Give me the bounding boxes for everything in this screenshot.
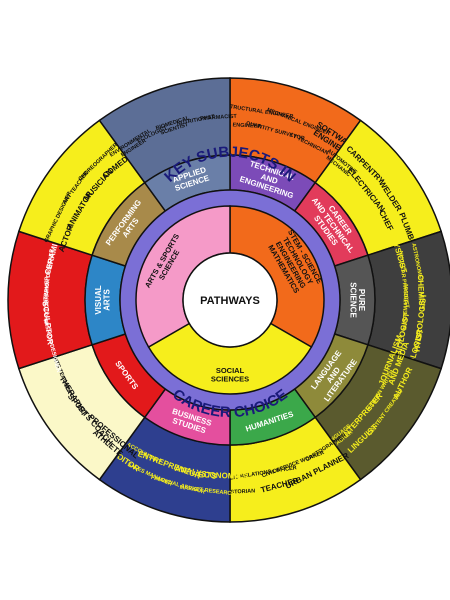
pathway-label-visual-arts-line: VISUAL	[94, 285, 103, 314]
career-label: CHEMIST	[416, 274, 426, 310]
career-label: CIVIL ENGINEER	[217, 122, 261, 130]
core-subjects-ring: STEM - SCIENCETECHNOLOGYENGINEERINGMATHE…	[135, 205, 325, 395]
career-label-line: HISTORIAN	[225, 488, 255, 496]
core-label-core-social-sciences-line: SCIENCES	[211, 374, 249, 383]
career-label-line: ECONOMICS	[198, 470, 248, 481]
pathway-label-visual-arts-line: ARTS	[103, 288, 112, 310]
career-label-line: CIVIL ENGINEER	[217, 122, 261, 130]
career-label-line: MATHEMATICIAN	[402, 284, 410, 330]
center-label: PATHWAYS	[200, 295, 260, 307]
career-label: PHOTOGRAPHER	[44, 276, 50, 323]
career-label: ECONOMICS	[198, 470, 248, 481]
core-label-core-social-sciences-line: SOCIAL	[216, 366, 245, 375]
pathway-label-pure-science-line: SCIENCE	[348, 282, 357, 318]
career-label: PHARMACIST	[200, 114, 238, 122]
career-label-line: CHEMIST	[416, 274, 426, 310]
career-label: MATHEMATICIAN	[402, 284, 410, 330]
pathway-label-pure-science-line: PURE	[357, 289, 366, 312]
career-label-line: PHARMACIST	[200, 114, 238, 122]
center-circle	[182, 252, 278, 348]
career-label: HISTORIAN	[225, 488, 255, 496]
career-label-line: PHOTOGRAPHER	[44, 276, 50, 323]
